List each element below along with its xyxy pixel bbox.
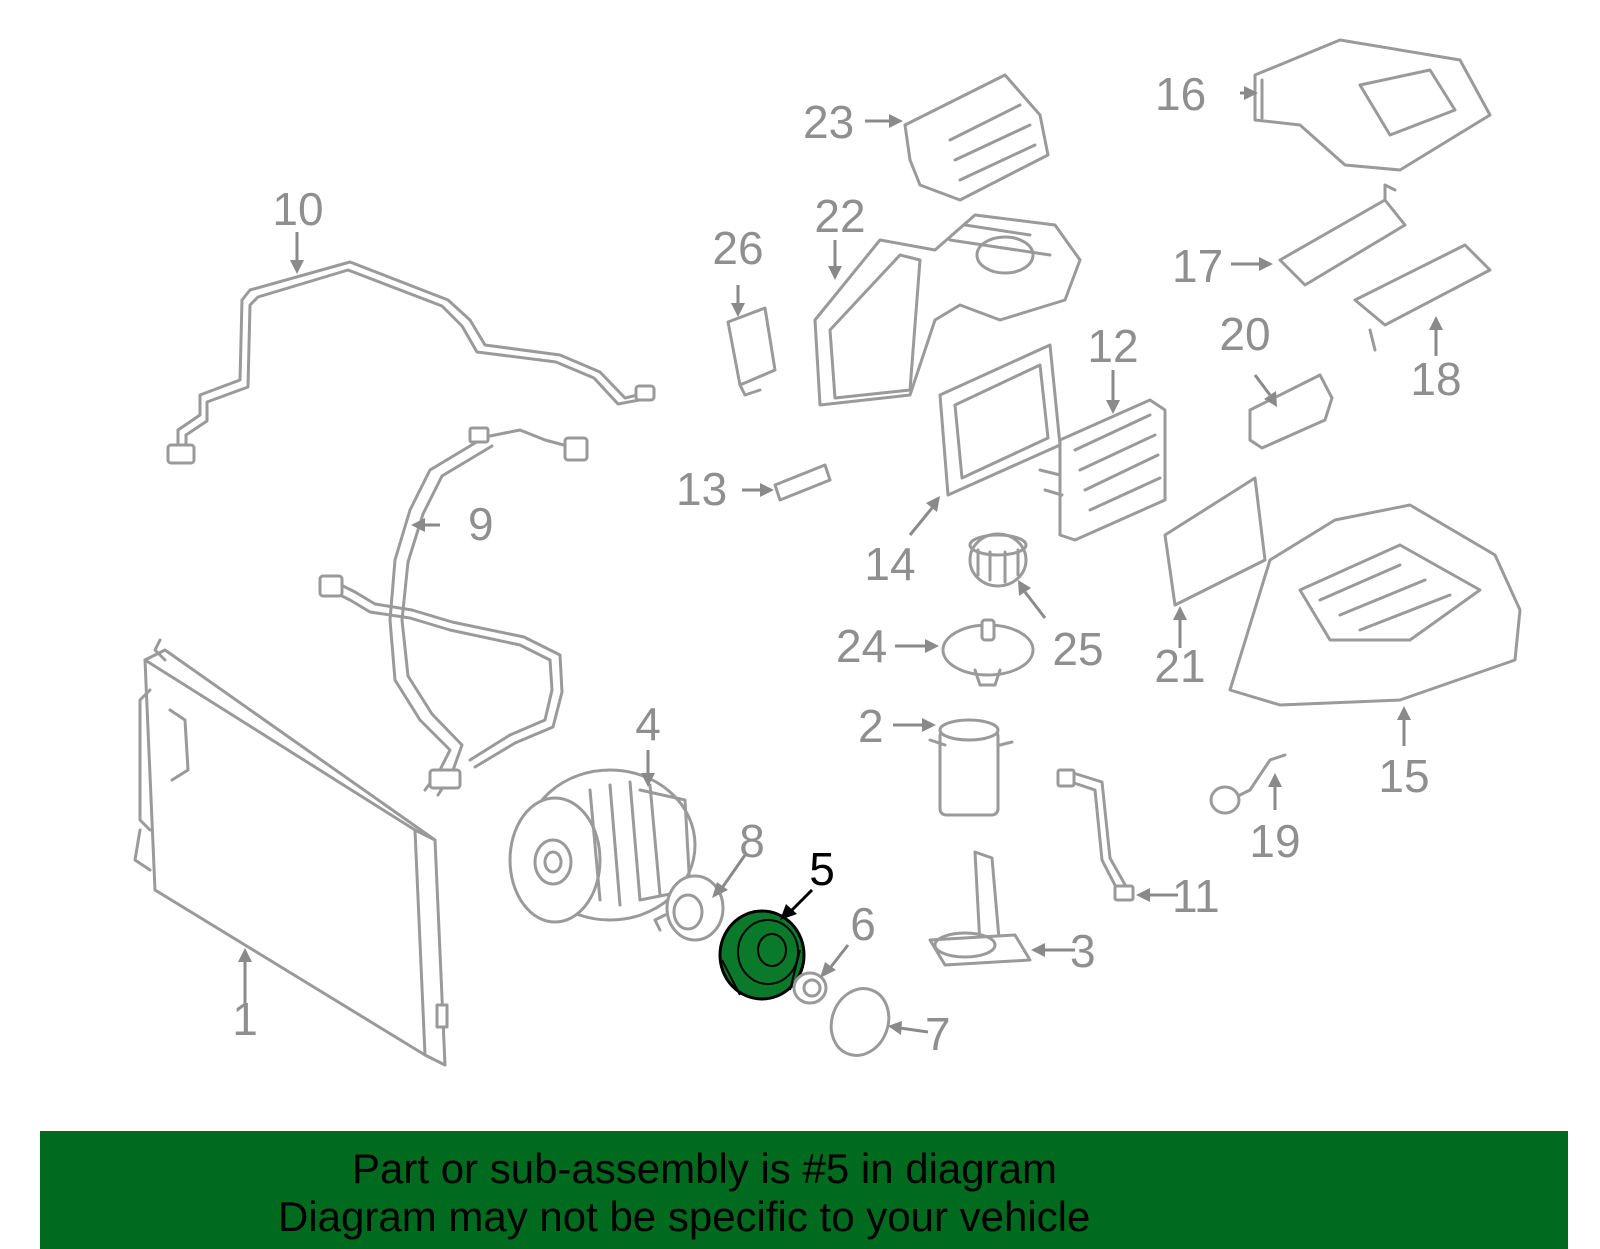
part-13-clip[interactable]	[773, 463, 832, 502]
part-25-blower-wheel[interactable]	[968, 532, 1028, 588]
part-21-filter[interactable]	[1163, 476, 1267, 607]
callout-19: 19	[1249, 815, 1300, 867]
banner-line-disclaimer: Diagram may not be specific to your vehi…	[278, 1193, 1091, 1240]
part-6-shaft-seal[interactable]	[792, 971, 828, 1005]
part-2-accumulator[interactable]	[928, 718, 1014, 817]
callout-12: 12	[1087, 320, 1138, 372]
part-4-compressor[interactable]	[508, 768, 697, 924]
part-17-door[interactable]	[1278, 183, 1407, 287]
part-12-evaporator-core[interactable]	[1038, 398, 1167, 542]
leader-arrows	[238, 86, 1443, 1035]
part-26-resistor[interactable]	[726, 306, 777, 397]
part-10-ac-line[interactable]	[166, 260, 656, 465]
part-8-clutch-coil[interactable]	[653, 874, 725, 942]
callout-26: 26	[712, 222, 763, 274]
part-5-clutch-hub[interactable]	[718, 909, 806, 1001]
part-9-hose-assembly[interactable]	[318, 426, 589, 797]
callout-17: 17	[1172, 240, 1223, 292]
banner-line-part: Part or sub-assembly is #5 in diagram	[352, 1145, 1057, 1192]
info-banner: Part or sub-assembly is #5 in diagram Di…	[40, 1131, 1568, 1249]
callout-3: 3	[1070, 925, 1096, 977]
callout-11: 11	[1172, 870, 1220, 922]
callout-22: 22	[814, 190, 865, 242]
part-20-actuator[interactable]	[1248, 373, 1334, 450]
callout-1: 1	[232, 993, 258, 1045]
callout-5: 5	[809, 843, 835, 895]
part-22-blower-housing[interactable]	[813, 213, 1082, 407]
callout-15: 15	[1378, 750, 1429, 802]
part-16-duct[interactable]	[1253, 38, 1492, 172]
callout-labels: 10 1 9 4 8 5 6 7 2 3 11 19 15 16 23 22 2…	[232, 68, 1461, 1060]
part-14-filter[interactable]	[938, 343, 1062, 497]
callout-2: 2	[858, 700, 884, 752]
callout-10: 10	[272, 183, 323, 235]
callout-18: 18	[1410, 353, 1461, 405]
part-23-housing-top[interactable]	[903, 73, 1050, 202]
part-18-door[interactable]	[1353, 243, 1492, 352]
part-3-bracket[interactable]	[928, 850, 1032, 967]
part-11-tube[interactable]	[1056, 768, 1135, 902]
part-5-leader-arrow	[780, 888, 814, 920]
callout-24: 24	[836, 620, 887, 672]
callout-7: 7	[925, 1008, 951, 1060]
callout-23: 23	[803, 96, 854, 148]
callout-14: 14	[864, 538, 915, 590]
callout-20: 20	[1219, 308, 1270, 360]
callout-4: 4	[635, 698, 661, 750]
callout-25: 25	[1052, 623, 1103, 675]
callout-9: 9	[468, 498, 494, 550]
part-1-condenser[interactable]	[133, 638, 449, 1067]
part-24-blower-motor[interactable]	[941, 618, 1035, 687]
callout-8: 8	[739, 815, 765, 867]
callout-13: 13	[676, 463, 727, 515]
part-7-o-ring[interactable]	[822, 980, 898, 1063]
callout-21: 21	[1154, 640, 1205, 692]
callout-6: 6	[850, 898, 876, 950]
callout-16: 16	[1155, 68, 1206, 120]
part-19-sensor[interactable]	[1209, 753, 1287, 815]
part-15-lower-case[interactable]	[1228, 503, 1522, 707]
